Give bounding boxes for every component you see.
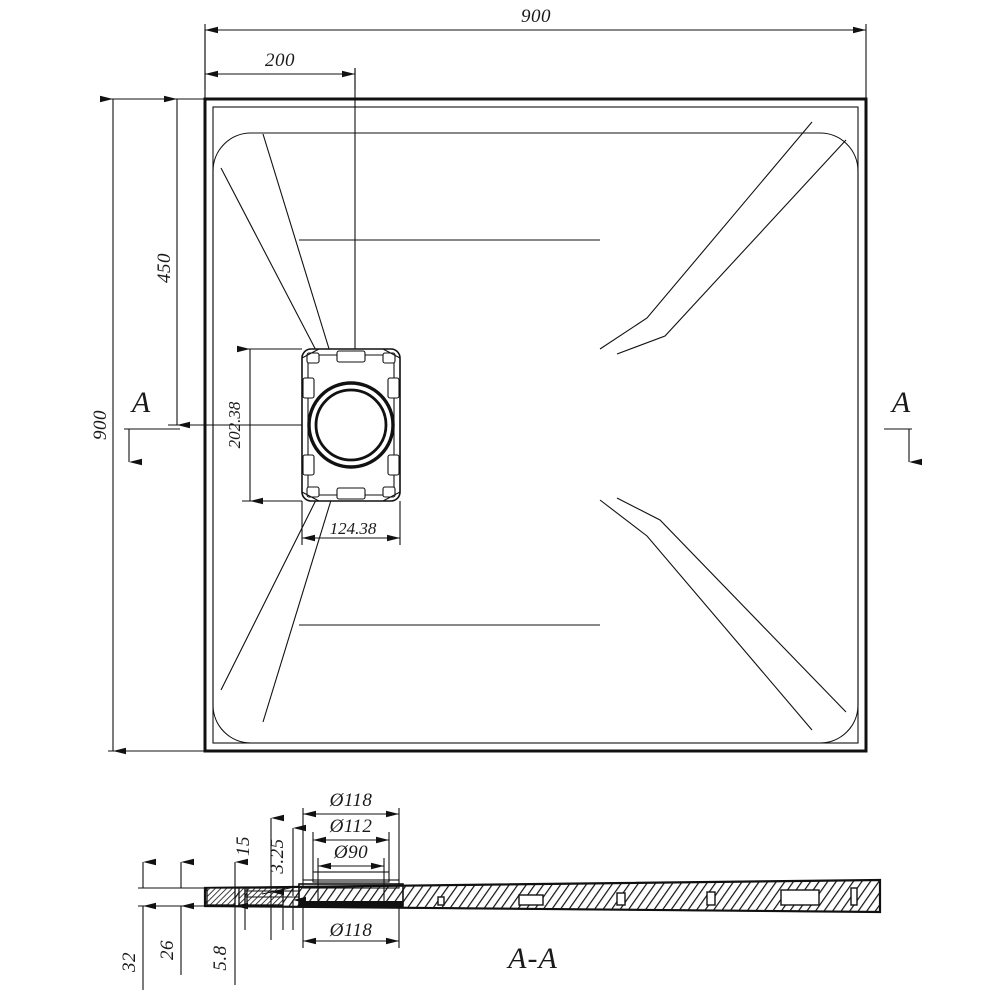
dimension-label-dia-112: Ø112	[329, 816, 373, 837]
dimension-drain-upper-15: 15	[233, 814, 284, 940]
dimension-label-dia-90: Ø90	[333, 842, 368, 863]
dimension-drain-body-width: 124.38	[301, 501, 401, 545]
dimension-label-450: 450	[154, 253, 175, 283]
dimension-label-202-38: 202.38	[225, 401, 244, 448]
dimension-label-200: 200	[265, 50, 295, 71]
dimension-drain-offset-x: 200	[204, 30, 356, 90]
dimension-diameter-112: Ø112	[312, 816, 390, 872]
drain-assembly	[301, 348, 401, 502]
dimension-thickness-5-8: 5.8	[210, 858, 248, 985]
dimension-label-900-height: 900	[90, 410, 111, 440]
dimension-label-3-25: 3.25	[267, 838, 288, 874]
section-mark-right-label: A	[890, 386, 911, 419]
dimension-label-dia-118-top: Ø118	[329, 790, 373, 811]
dimension-diameter-90: Ø90	[317, 842, 385, 872]
drain-inner-circle	[314, 388, 388, 462]
section-rib-voids	[437, 887, 858, 906]
dimension-label-32: 32	[119, 952, 140, 973]
dimension-label-15: 15	[233, 836, 254, 856]
dimension-drain-flange-3-25: 3.25	[267, 824, 306, 930]
dimension-label-26: 26	[157, 940, 178, 960]
dimension-drain-offset-y: 450	[154, 95, 205, 429]
dimension-label-900-width: 900	[521, 6, 551, 27]
tray-basin-outline	[212, 132, 859, 744]
dimension-diameter-118-bottom: Ø118	[302, 907, 400, 948]
plan-view-group: 900 200 900 450	[90, 6, 922, 755]
drain-notch-bottom	[336, 487, 366, 500]
section-mark-left-label: A	[130, 386, 151, 419]
dimension-overall-height: 900	[90, 95, 205, 755]
dimension-label-124-38: 124.38	[330, 519, 377, 538]
drain-side-tabs	[302, 377, 400, 476]
dimension-diameter-118-top: Ø118	[302, 790, 400, 880]
section-mark-right: A	[884, 386, 922, 466]
dimension-drain-body-height: 202.38	[225, 345, 302, 505]
drain-body-outer	[301, 348, 401, 502]
dimension-thickness-26: 26	[157, 858, 194, 975]
slope-ridge-lines	[220, 121, 847, 731]
section-title-a-a: A-A	[506, 942, 558, 975]
drain-outer-circle	[307, 381, 395, 469]
dimension-label-5-8: 5.8	[210, 945, 231, 970]
level-reference-lines	[299, 239, 600, 626]
section-view-group: 32 26 5.8 15	[119, 790, 882, 990]
drain-corner-diagonals	[301, 348, 401, 502]
dimension-thickness-32: 32	[119, 858, 156, 990]
dimension-label-dia-118-bottom: Ø118	[329, 920, 373, 941]
dimension-overall-width: 900	[204, 6, 867, 99]
section-mark-left: A	[124, 386, 180, 466]
drain-corner-brackets	[306, 352, 396, 498]
drain-notch-top	[336, 350, 366, 363]
